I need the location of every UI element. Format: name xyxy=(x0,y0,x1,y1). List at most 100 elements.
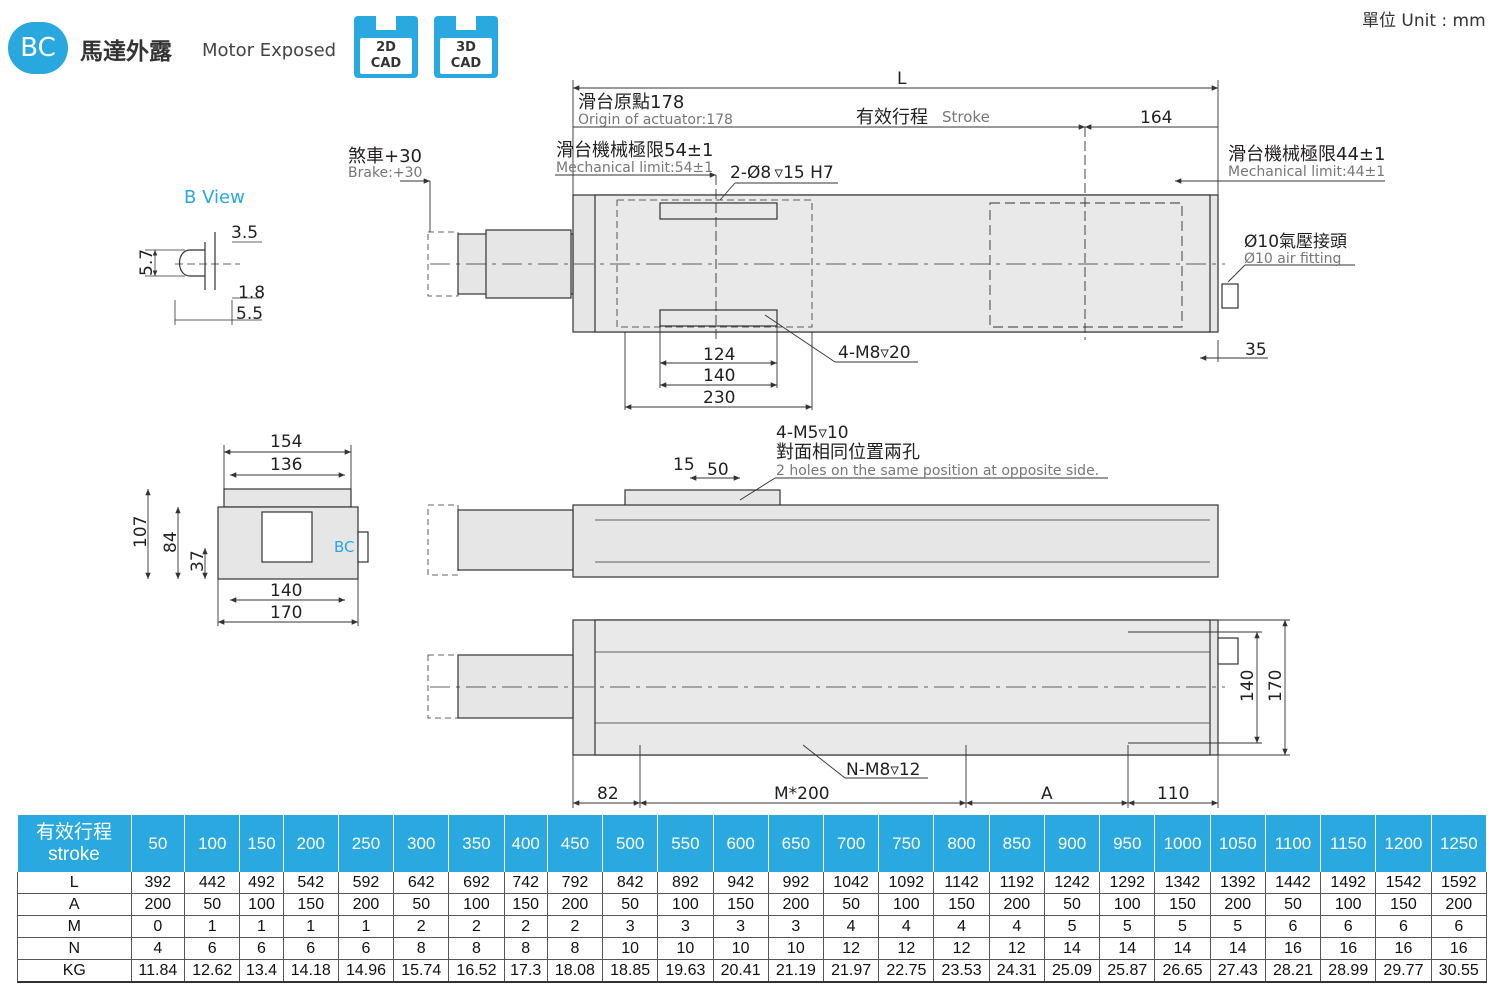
dim-154: 154 xyxy=(270,432,302,452)
table-cell: 942 xyxy=(713,872,769,894)
stroke-column-header: 1050 xyxy=(1210,815,1266,872)
table-cell: 5 xyxy=(1154,915,1211,938)
table-cell: 10 xyxy=(713,937,769,960)
origin-label-en: Origin of actuator:178 xyxy=(578,112,733,128)
dim-124: 124 xyxy=(703,345,735,365)
table-cell: 150 xyxy=(933,893,990,916)
cad-2d-label-bottom: CAD xyxy=(370,56,402,71)
table-cell: 21.19 xyxy=(768,959,824,983)
stroke-column-header: 550 xyxy=(657,815,714,872)
table-cell: 200 xyxy=(1431,893,1488,916)
floppy-icon xyxy=(376,16,396,30)
table-cell: 150 xyxy=(504,893,548,916)
table-cell: 200 xyxy=(547,893,604,916)
b-view-detail xyxy=(145,232,262,325)
table-cell: 792 xyxy=(547,872,604,894)
table-cell: 442 xyxy=(184,872,241,894)
table-cell: 6 xyxy=(283,937,339,960)
table-cell: 27.43 xyxy=(1210,959,1266,983)
table-cell: 6 xyxy=(239,937,284,960)
row-label: A xyxy=(17,893,132,916)
table-cell: 1 xyxy=(283,915,339,938)
table-cell: 16 xyxy=(1375,937,1432,960)
b-view-dim-3-5: 3.5 xyxy=(231,223,258,243)
stroke-column-header: 250 xyxy=(338,815,395,872)
table-cell: 28.99 xyxy=(1320,959,1377,983)
table-cell: 4 xyxy=(878,915,935,938)
table-cell: 100 xyxy=(448,893,505,916)
cad-3d-button[interactable]: 3D CAD xyxy=(434,16,498,78)
table-cell: 14.18 xyxy=(283,959,339,983)
table-cell: 542 xyxy=(283,872,339,894)
table-cell: 12 xyxy=(878,937,935,960)
table-cell: 5 xyxy=(1044,915,1101,938)
dim-15: 15 xyxy=(673,455,695,475)
table-cell: 1 xyxy=(239,915,284,938)
table-cell: 150 xyxy=(713,893,769,916)
table-cell: 11.84 xyxy=(131,959,186,983)
table-cell: 392 xyxy=(131,872,186,894)
table-cell: 892 xyxy=(657,872,714,894)
table-cell: 22.75 xyxy=(878,959,935,983)
table-cell: 13.4 xyxy=(239,959,284,983)
table-cell: 15.74 xyxy=(393,959,450,983)
table-cell: 642 xyxy=(393,872,450,894)
table-cell: 6 xyxy=(1375,915,1432,938)
end-view xyxy=(217,488,369,580)
table-cell: 200 xyxy=(338,893,395,916)
table-cell: 14.96 xyxy=(338,959,395,983)
table-cell: 29.77 xyxy=(1375,959,1432,983)
table-cell: 10 xyxy=(768,937,824,960)
top-view xyxy=(427,194,1239,333)
stroke-column-header: 850 xyxy=(989,815,1045,872)
table-cell: 10 xyxy=(657,937,714,960)
table-cell: 4 xyxy=(823,915,880,938)
table-cell: 150 xyxy=(283,893,339,916)
stroke-column-header: 450 xyxy=(547,815,604,872)
stroke-column-header: 650 xyxy=(768,815,824,872)
table-cell: 8 xyxy=(547,937,604,960)
stroke-column-header: 50 xyxy=(131,815,186,872)
table-cell: 25.09 xyxy=(1044,959,1101,983)
table-cell: 692 xyxy=(448,872,505,894)
table-cell: 6 xyxy=(184,937,241,960)
table-cell: 1342 xyxy=(1154,872,1211,894)
table-cell: 3 xyxy=(713,915,769,938)
table-cell: 3 xyxy=(768,915,824,938)
table-cell: 8 xyxy=(393,937,450,960)
table-cell: 1292 xyxy=(1099,872,1156,894)
stroke-column-header: 400 xyxy=(504,815,548,872)
table-cell: 842 xyxy=(602,872,659,894)
dim-35: 35 xyxy=(1245,340,1267,360)
table-cell: 16 xyxy=(1431,937,1488,960)
table-cell: 16 xyxy=(1265,937,1322,960)
origin-label-zh: 滑台原點178 xyxy=(578,92,684,113)
stroke-label-zh: 有效行程 xyxy=(856,107,928,128)
opposite-holes-zh: 對面相同位置兩孔 xyxy=(776,442,920,463)
dim-164: 164 xyxy=(1140,108,1172,128)
dim-136: 136 xyxy=(270,455,302,475)
table-cell: 0 xyxy=(131,915,186,938)
table-cell: 1042 xyxy=(823,872,880,894)
mech-limit-left-zh: 滑台機械極限54±1 xyxy=(556,140,713,161)
unit-label: 單位 Unit : mm xyxy=(1362,11,1486,31)
b-view-dim-5-5: 5.5 xyxy=(236,304,263,324)
stroke-column-header: 1200 xyxy=(1375,815,1432,872)
stroke-column-header: 900 xyxy=(1044,815,1101,872)
table-cell: 28.21 xyxy=(1265,959,1322,983)
b-view-title: B View xyxy=(184,187,245,208)
cad-2d-button[interactable]: 2D CAD xyxy=(354,16,418,78)
stroke-header: 有效行程 stroke xyxy=(17,815,132,872)
dim-50: 50 xyxy=(707,460,729,480)
cad-2d-label-top: 2D xyxy=(376,40,396,55)
dim-37: 37 xyxy=(188,550,208,572)
table-cell: 100 xyxy=(1099,893,1156,916)
stroke-column-header: 1250 xyxy=(1431,815,1488,872)
table-cell: 12 xyxy=(989,937,1045,960)
dim-L: L xyxy=(897,69,907,89)
bc-view-marker: BC xyxy=(334,538,355,556)
